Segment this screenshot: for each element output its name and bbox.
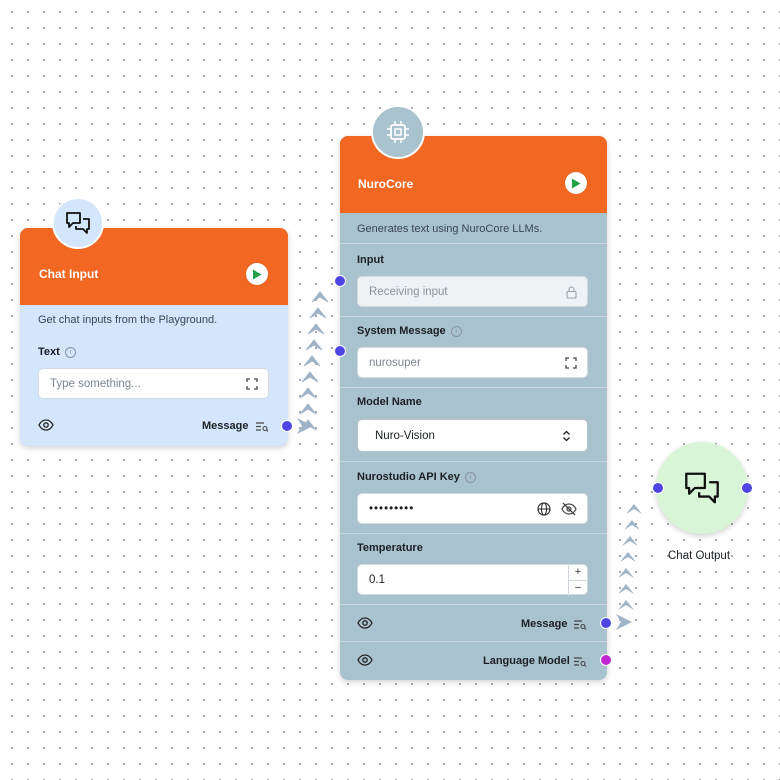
temperature-stepper[interactable]: + − [568, 565, 587, 596]
chat-input-run-button[interactable] [246, 263, 268, 285]
eye-off-icon[interactable] [561, 502, 577, 516]
api-key-label: Nurostudio API Key [357, 471, 460, 483]
chat-input-icon-badge [52, 197, 104, 249]
info-icon: i [64, 346, 76, 358]
output-type-icon [574, 620, 587, 630]
chat-input-node[interactable]: Chat Input Get chat inputs from the Play… [20, 228, 288, 446]
nurocore-title: NuroCore [358, 177, 414, 191]
input-field-label: Input [357, 254, 384, 266]
output-type-icon [574, 657, 587, 667]
info-icon: i [464, 471, 476, 483]
system-message-value: nurosuper [369, 356, 421, 369]
temperature-label: Temperature [357, 542, 423, 554]
chat-output-node[interactable] [656, 442, 748, 534]
nurocore-run-button[interactable] [565, 172, 587, 194]
nurocore-icon-badge [371, 105, 425, 159]
input-value: Receiving input [369, 285, 448, 298]
chevron-up-down-icon [563, 430, 570, 442]
system-message-input[interactable]: nurosuper [357, 347, 588, 378]
chat-bubbles-icon [66, 212, 90, 234]
input-field: Receiving input [357, 276, 588, 307]
chat-bubbles-icon [685, 472, 719, 504]
play-icon [253, 269, 262, 279]
model-name-select[interactable]: Nuro-Vision [357, 419, 588, 452]
system-message-field-label: System Message i [357, 325, 462, 337]
decrement-button[interactable]: − [574, 582, 582, 594]
nurocore-system-message-handle[interactable] [334, 345, 346, 357]
nurocore-message-handle[interactable] [600, 617, 612, 629]
divider [340, 533, 607, 534]
play-icon [572, 178, 581, 188]
info-icon: i [450, 325, 462, 337]
eye-icon[interactable] [38, 419, 54, 431]
expand-icon[interactable] [246, 378, 258, 390]
model-name-label: Model Name [357, 396, 422, 408]
text-input-placeholder: Type something... [50, 377, 141, 390]
temperature-field-label: Temperature [357, 542, 423, 554]
divider [340, 641, 607, 642]
chat-input-description: Get chat inputs from the Playground. [38, 314, 218, 326]
model-name-value: Nuro-Vision [375, 429, 435, 442]
chat-input-title: Chat Input [39, 267, 99, 281]
eye-icon[interactable] [357, 617, 373, 629]
api-key-input[interactable]: ••••••••• [357, 493, 588, 524]
api-key-value: ••••••••• [369, 502, 415, 515]
increment-button[interactable]: + [569, 565, 587, 581]
text-input[interactable]: Type something... [38, 368, 269, 399]
input-label: Input [357, 254, 384, 266]
chat-input-message-handle[interactable] [281, 420, 293, 432]
nurocore-language-model-handle[interactable] [600, 654, 612, 666]
api-key-field-label: Nurostudio API Key i [357, 471, 476, 483]
divider [340, 243, 607, 244]
eye-icon[interactable] [357, 654, 373, 666]
chat-output-input-handle[interactable] [652, 482, 664, 494]
message-output-label: Message [521, 618, 568, 630]
divider [340, 604, 607, 605]
system-message-label: System Message [357, 325, 446, 337]
globe-icon[interactable] [537, 502, 551, 516]
chat-input-output-label: Message [202, 420, 249, 432]
expand-icon[interactable] [565, 357, 577, 369]
divider [340, 316, 607, 317]
cpu-icon [387, 121, 409, 143]
temperature-input[interactable]: 0.1 + − [357, 564, 588, 596]
nurocore-description: Generates text using NuroCore LLMs. [357, 223, 543, 235]
language-model-output-label: Language Model [483, 655, 570, 667]
text-field-label: Text i [38, 346, 76, 358]
divider [340, 387, 607, 388]
output-type-icon [256, 422, 269, 432]
chat-output-title: Chat Output [668, 550, 731, 562]
nurocore-node[interactable]: NuroCore Generates text using NuroCore L… [340, 136, 607, 680]
chat-output-output-handle[interactable] [741, 482, 753, 494]
lock-icon [566, 286, 577, 299]
text-label: Text [38, 346, 60, 358]
temperature-value: 0.1 [369, 573, 385, 586]
nurocore-input-handle[interactable] [334, 275, 346, 287]
model-name-field-label: Model Name [357, 396, 422, 408]
divider [340, 461, 607, 462]
